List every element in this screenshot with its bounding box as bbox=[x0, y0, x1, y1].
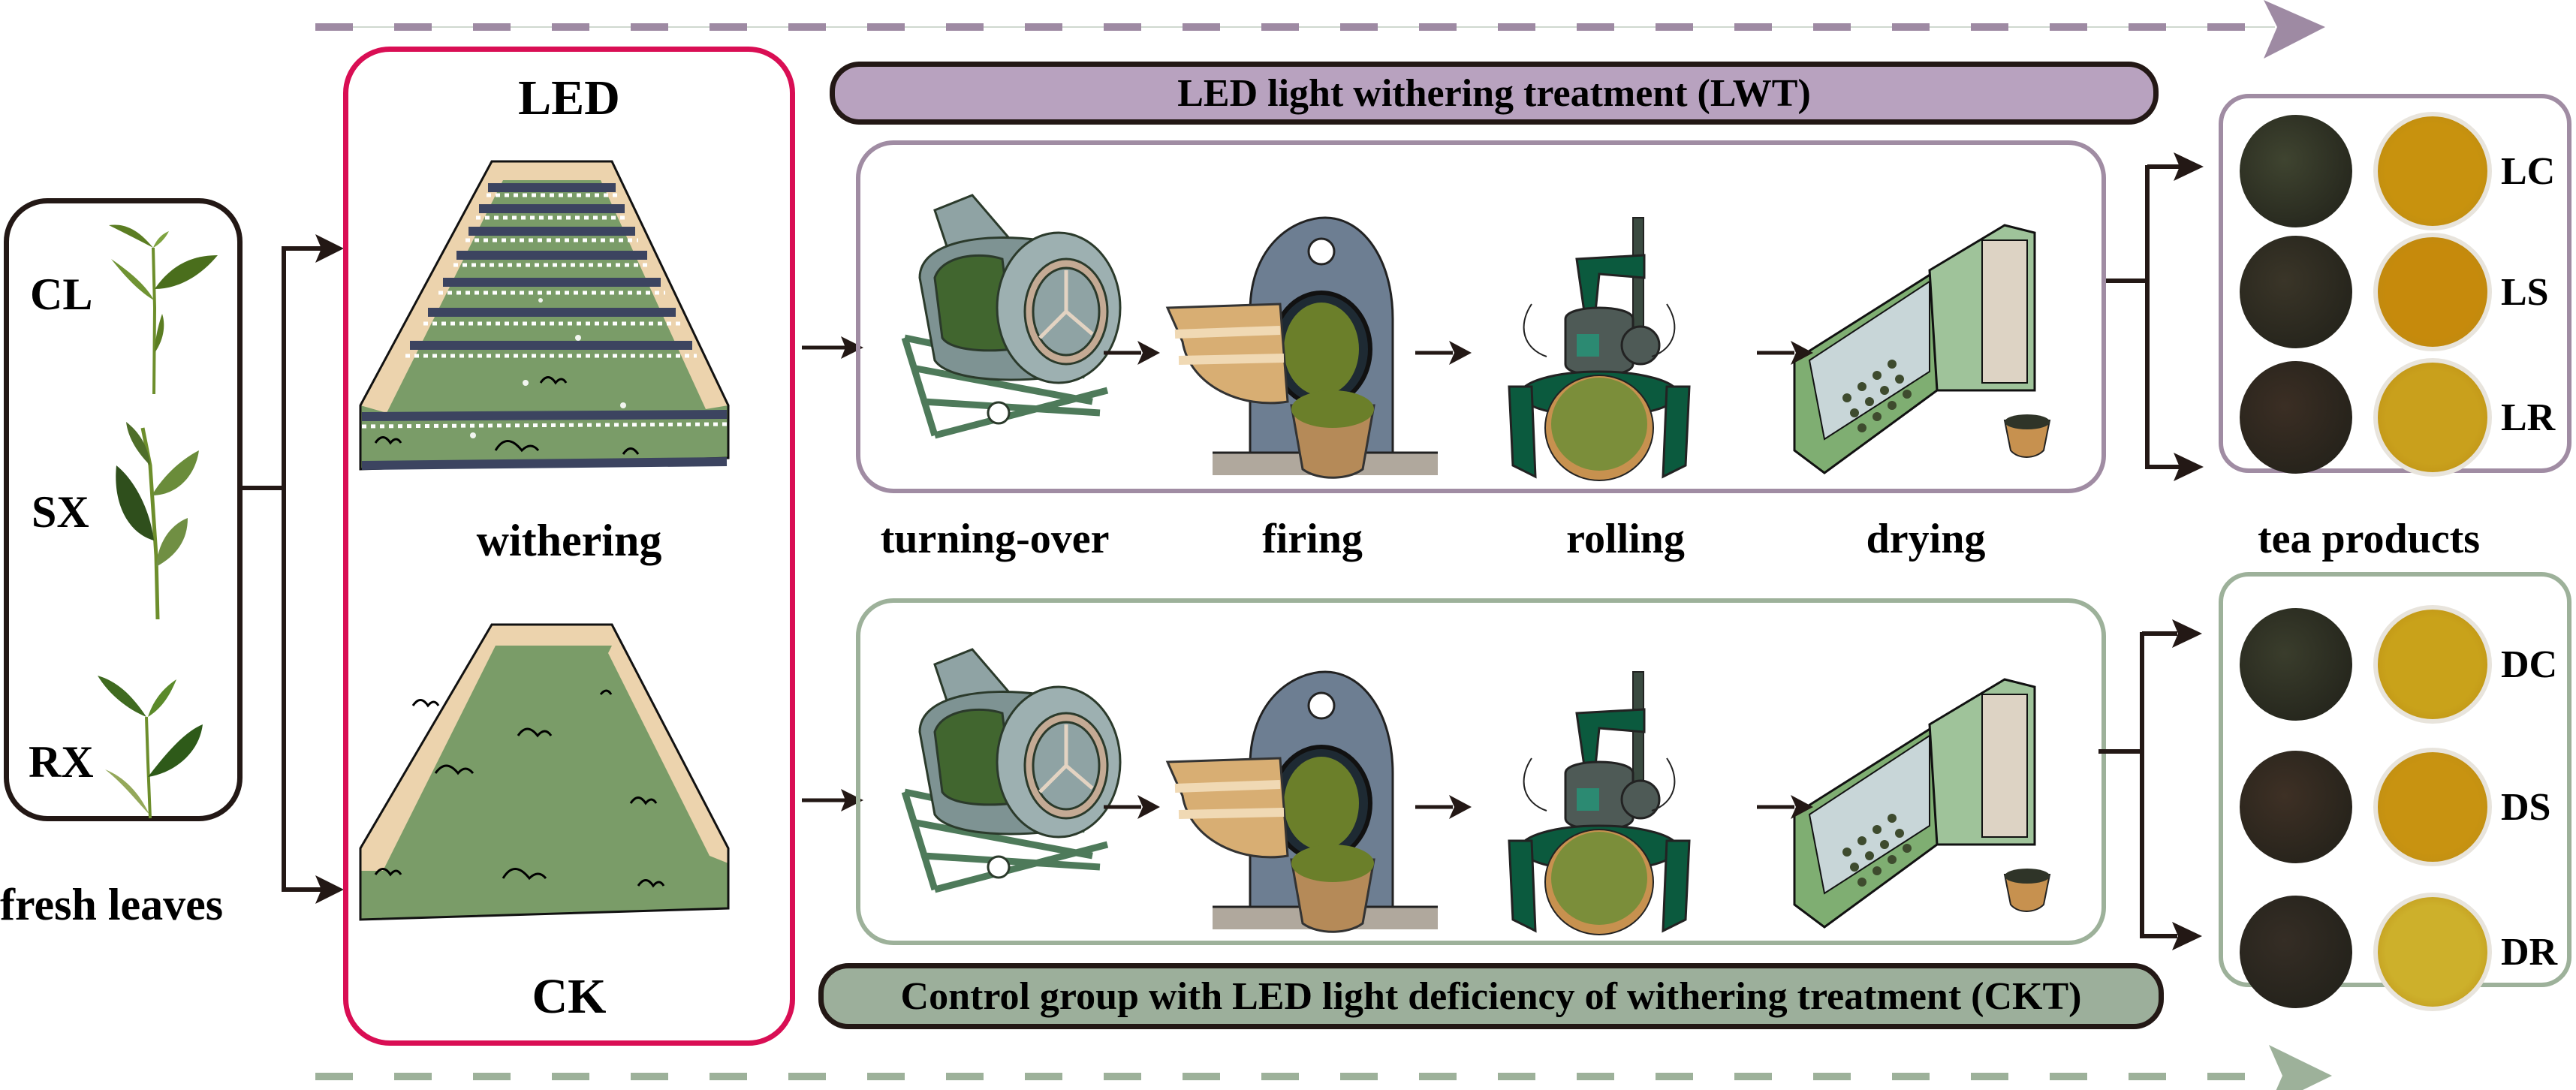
step-arrows bbox=[1104, 795, 1813, 819]
product-code-ds: DS bbox=[2501, 786, 2551, 829]
arrow-to-ck-icon bbox=[315, 875, 344, 904]
turning-over-machine-icon bbox=[901, 194, 1122, 439]
arrow-to-lr-icon bbox=[2174, 453, 2204, 481]
tea-shoot-rx-icon bbox=[98, 676, 203, 819]
withering-box bbox=[343, 47, 795, 1046]
rolling-machine-icon bbox=[1508, 671, 1691, 935]
product-row-lc: LC bbox=[2223, 112, 2567, 230]
drying-machine-icon bbox=[1793, 224, 2051, 474]
tea-liquor-ds bbox=[2373, 748, 2492, 866]
step-label-drying: drying bbox=[1866, 516, 1986, 562]
fresh-leaves-caption: fresh leaves bbox=[0, 880, 224, 929]
arrow-to-lc-icon bbox=[2174, 152, 2204, 181]
dry-tea-leaves-dr bbox=[2240, 896, 2352, 1008]
dry-tea-leaves-lr bbox=[2240, 361, 2352, 474]
withering-middle-label: withering bbox=[476, 516, 662, 565]
tea-liquor-lc bbox=[2373, 112, 2492, 230]
withering-ck-label: CK bbox=[532, 969, 607, 1024]
step-arrows bbox=[1104, 341, 1813, 365]
step-label-rolling: rolling bbox=[1566, 516, 1685, 562]
step-label-firing: firing bbox=[1262, 516, 1363, 562]
cultivar-label-rx: RX bbox=[29, 737, 94, 787]
firing-machine-icon bbox=[1165, 216, 1438, 479]
tea-liquor-lr bbox=[2373, 358, 2492, 477]
tea-shoot-cl-icon bbox=[109, 224, 218, 395]
product-row-dr: DR bbox=[2223, 893, 2567, 1011]
turning-over-machine-icon bbox=[901, 648, 1122, 893]
led-withering-trough-icon bbox=[359, 160, 730, 471]
arrow-to-dc-icon bbox=[2172, 619, 2202, 648]
arrow-to-led-icon bbox=[315, 234, 344, 263]
ckt-products-box: DC DS DR bbox=[2219, 572, 2571, 1011]
arrow-to-dr-icon bbox=[2172, 922, 2202, 950]
dry-tea-leaves-dc bbox=[2240, 608, 2352, 721]
product-row-dc: DC bbox=[2223, 605, 2567, 724]
rolling-machine-icon bbox=[1508, 217, 1691, 481]
arrow-turning-to-firing-icon bbox=[1137, 795, 1160, 819]
arrow-turning-to-firing-icon bbox=[1137, 341, 1160, 365]
tea-liquor-ls bbox=[2373, 233, 2492, 351]
product-row-lr: LR bbox=[2223, 358, 2567, 477]
arrow-to-ckt-icon bbox=[841, 789, 863, 811]
step-label-turning-over: turning-over bbox=[880, 516, 1110, 562]
cultivar-label-cl: CL bbox=[30, 269, 93, 319]
arrow-firing-to-rolling-icon bbox=[1449, 341, 1472, 365]
ck-withering-trough-icon bbox=[359, 623, 730, 921]
product-code-dc: DC bbox=[2501, 643, 2558, 686]
withering-led-label: LED bbox=[518, 71, 620, 125]
tea-products-title: tea products bbox=[2257, 516, 2481, 562]
arrow-firing-to-rolling-icon bbox=[1449, 795, 1472, 819]
drying-machine-icon bbox=[1793, 678, 2051, 929]
product-code-lc: LC bbox=[2501, 150, 2556, 193]
arrow-rolling-to-drying-icon bbox=[1791, 341, 1813, 365]
cultivar-label-sx: SX bbox=[32, 487, 89, 537]
arrow-to-lwt-icon bbox=[841, 336, 863, 359]
ckt-dashed-arrow bbox=[315, 1045, 2332, 1090]
tea-shoot-sx-icon bbox=[116, 422, 199, 620]
product-row-ls: LS bbox=[2223, 233, 2567, 351]
firing-machine-icon bbox=[1165, 670, 1438, 933]
product-code-lr: LR bbox=[2501, 396, 2556, 439]
ckt-banner: Control group with LED light deficiency … bbox=[818, 963, 2164, 1029]
product-code-dr: DR bbox=[2501, 931, 2558, 974]
product-row-ds: DS bbox=[2223, 748, 2567, 866]
tea-liquor-dc bbox=[2373, 605, 2492, 724]
ckt-process-box bbox=[856, 598, 2106, 945]
dry-tea-leaves-ds bbox=[2240, 751, 2352, 863]
dry-tea-leaves-lc bbox=[2240, 115, 2352, 227]
lwt-dashed-arrow bbox=[315, 0, 2325, 59]
tea-liquor-dr bbox=[2373, 893, 2492, 1011]
lwt-banner: LED light withering treatment (LWT) bbox=[830, 62, 2159, 125]
lwt-process-box bbox=[856, 140, 2106, 493]
lwt-products-box: LC LS LR bbox=[2219, 94, 2571, 477]
dry-tea-leaves-ls bbox=[2240, 236, 2352, 348]
product-code-ls: LS bbox=[2501, 271, 2549, 314]
arrow-rolling-to-drying-icon bbox=[1791, 795, 1813, 819]
